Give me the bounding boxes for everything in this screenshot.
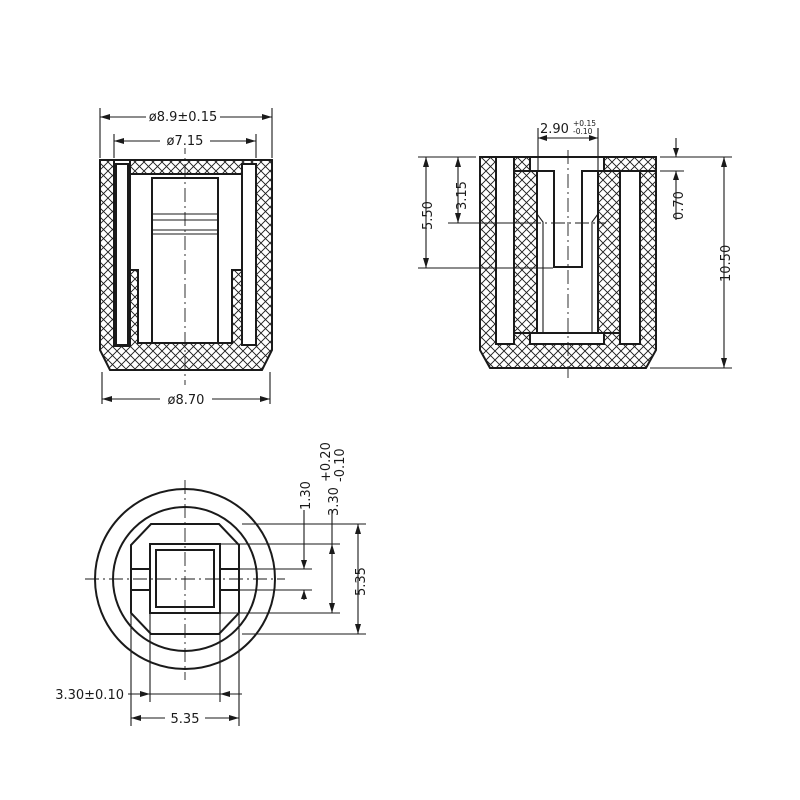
- front-inner-diameter-label: ø7.15: [167, 134, 204, 149]
- side-skirt-gap-left: [495, 156, 515, 345]
- dim-front-inner-diameter: ø7.15: [113, 132, 257, 158]
- dim-bottom-square-width: 3.30±0.10: [55, 614, 242, 703]
- dim-front-bottom-diameter: ø8.70: [101, 372, 271, 408]
- bottom-view: 1.30 3.30 +0.20 -0.10 5.35: [55, 442, 369, 727]
- dim-side-top-step: 0.70: [660, 138, 687, 220]
- dim-side-slot-width: 2.90 +0.15 -0.10: [537, 119, 599, 170]
- bottom-square-width-label: 3.30±0.10: [55, 688, 124, 703]
- side-skirt-gap-right: [619, 170, 641, 345]
- side-slot-width-upper-tol: +0.15: [573, 119, 596, 128]
- dim-side-total-height: 10.50: [650, 156, 734, 369]
- bottom-outer-width-label: 5.35: [171, 712, 200, 727]
- bottom-square-height-label: 3.30: [327, 487, 342, 516]
- bottom-square-height-upper-tol: +0.20: [319, 442, 334, 482]
- side-total-height-label: 10.50: [719, 245, 734, 282]
- dim-side-bore-depth: 5.50: [418, 156, 553, 269]
- front-section-view: ø8.9±0.15 ø7.15 ø8.70: [99, 107, 273, 408]
- dim-bottom-outer-height: 5.35: [242, 523, 369, 635]
- side-top-step-label: 0.70: [672, 191, 687, 220]
- dim-bottom-square-height: 3.30 +0.20 -0.10: [220, 442, 348, 614]
- dim-bottom-outer-width: 5.35: [130, 614, 240, 727]
- bottom-outer-height-label: 5.35: [354, 567, 369, 596]
- bottom-square-height-lower-tol: -0.10: [333, 448, 348, 482]
- side-bore-depth-label: 5.50: [421, 201, 436, 230]
- front-outer-skirt-left: [115, 163, 129, 346]
- dim-side-slot-depth: 3.15: [448, 156, 530, 224]
- dim-front-outer-diameter: ø8.9±0.15: [99, 107, 273, 158]
- front-outer-skirt-right: [241, 163, 257, 346]
- bottom-octagon: [130, 523, 240, 635]
- side-slot-width-lower-tol: -0.10: [573, 127, 593, 136]
- front-outer-diameter-label: ø8.9±0.15: [149, 110, 217, 125]
- dim-bottom-small-height: 1.30: [220, 481, 314, 600]
- front-bottom-diameter-label: ø8.70: [168, 393, 205, 408]
- side-shaft-fillet-right: [591, 213, 599, 333]
- side-shaft-fillet-left: [536, 213, 544, 333]
- side-slot-width-label: 2.90: [540, 122, 569, 137]
- side-slot-leg-right: [597, 170, 621, 334]
- bottom-small-height-label: 1.30: [299, 481, 314, 510]
- side-slot-depth-label: 3.15: [455, 181, 470, 210]
- side-shaft: [536, 170, 599, 334]
- side-section-view: 2.90 +0.15 -0.10 3.15 5.50: [418, 119, 734, 378]
- side-slot-leg-left: [513, 170, 538, 334]
